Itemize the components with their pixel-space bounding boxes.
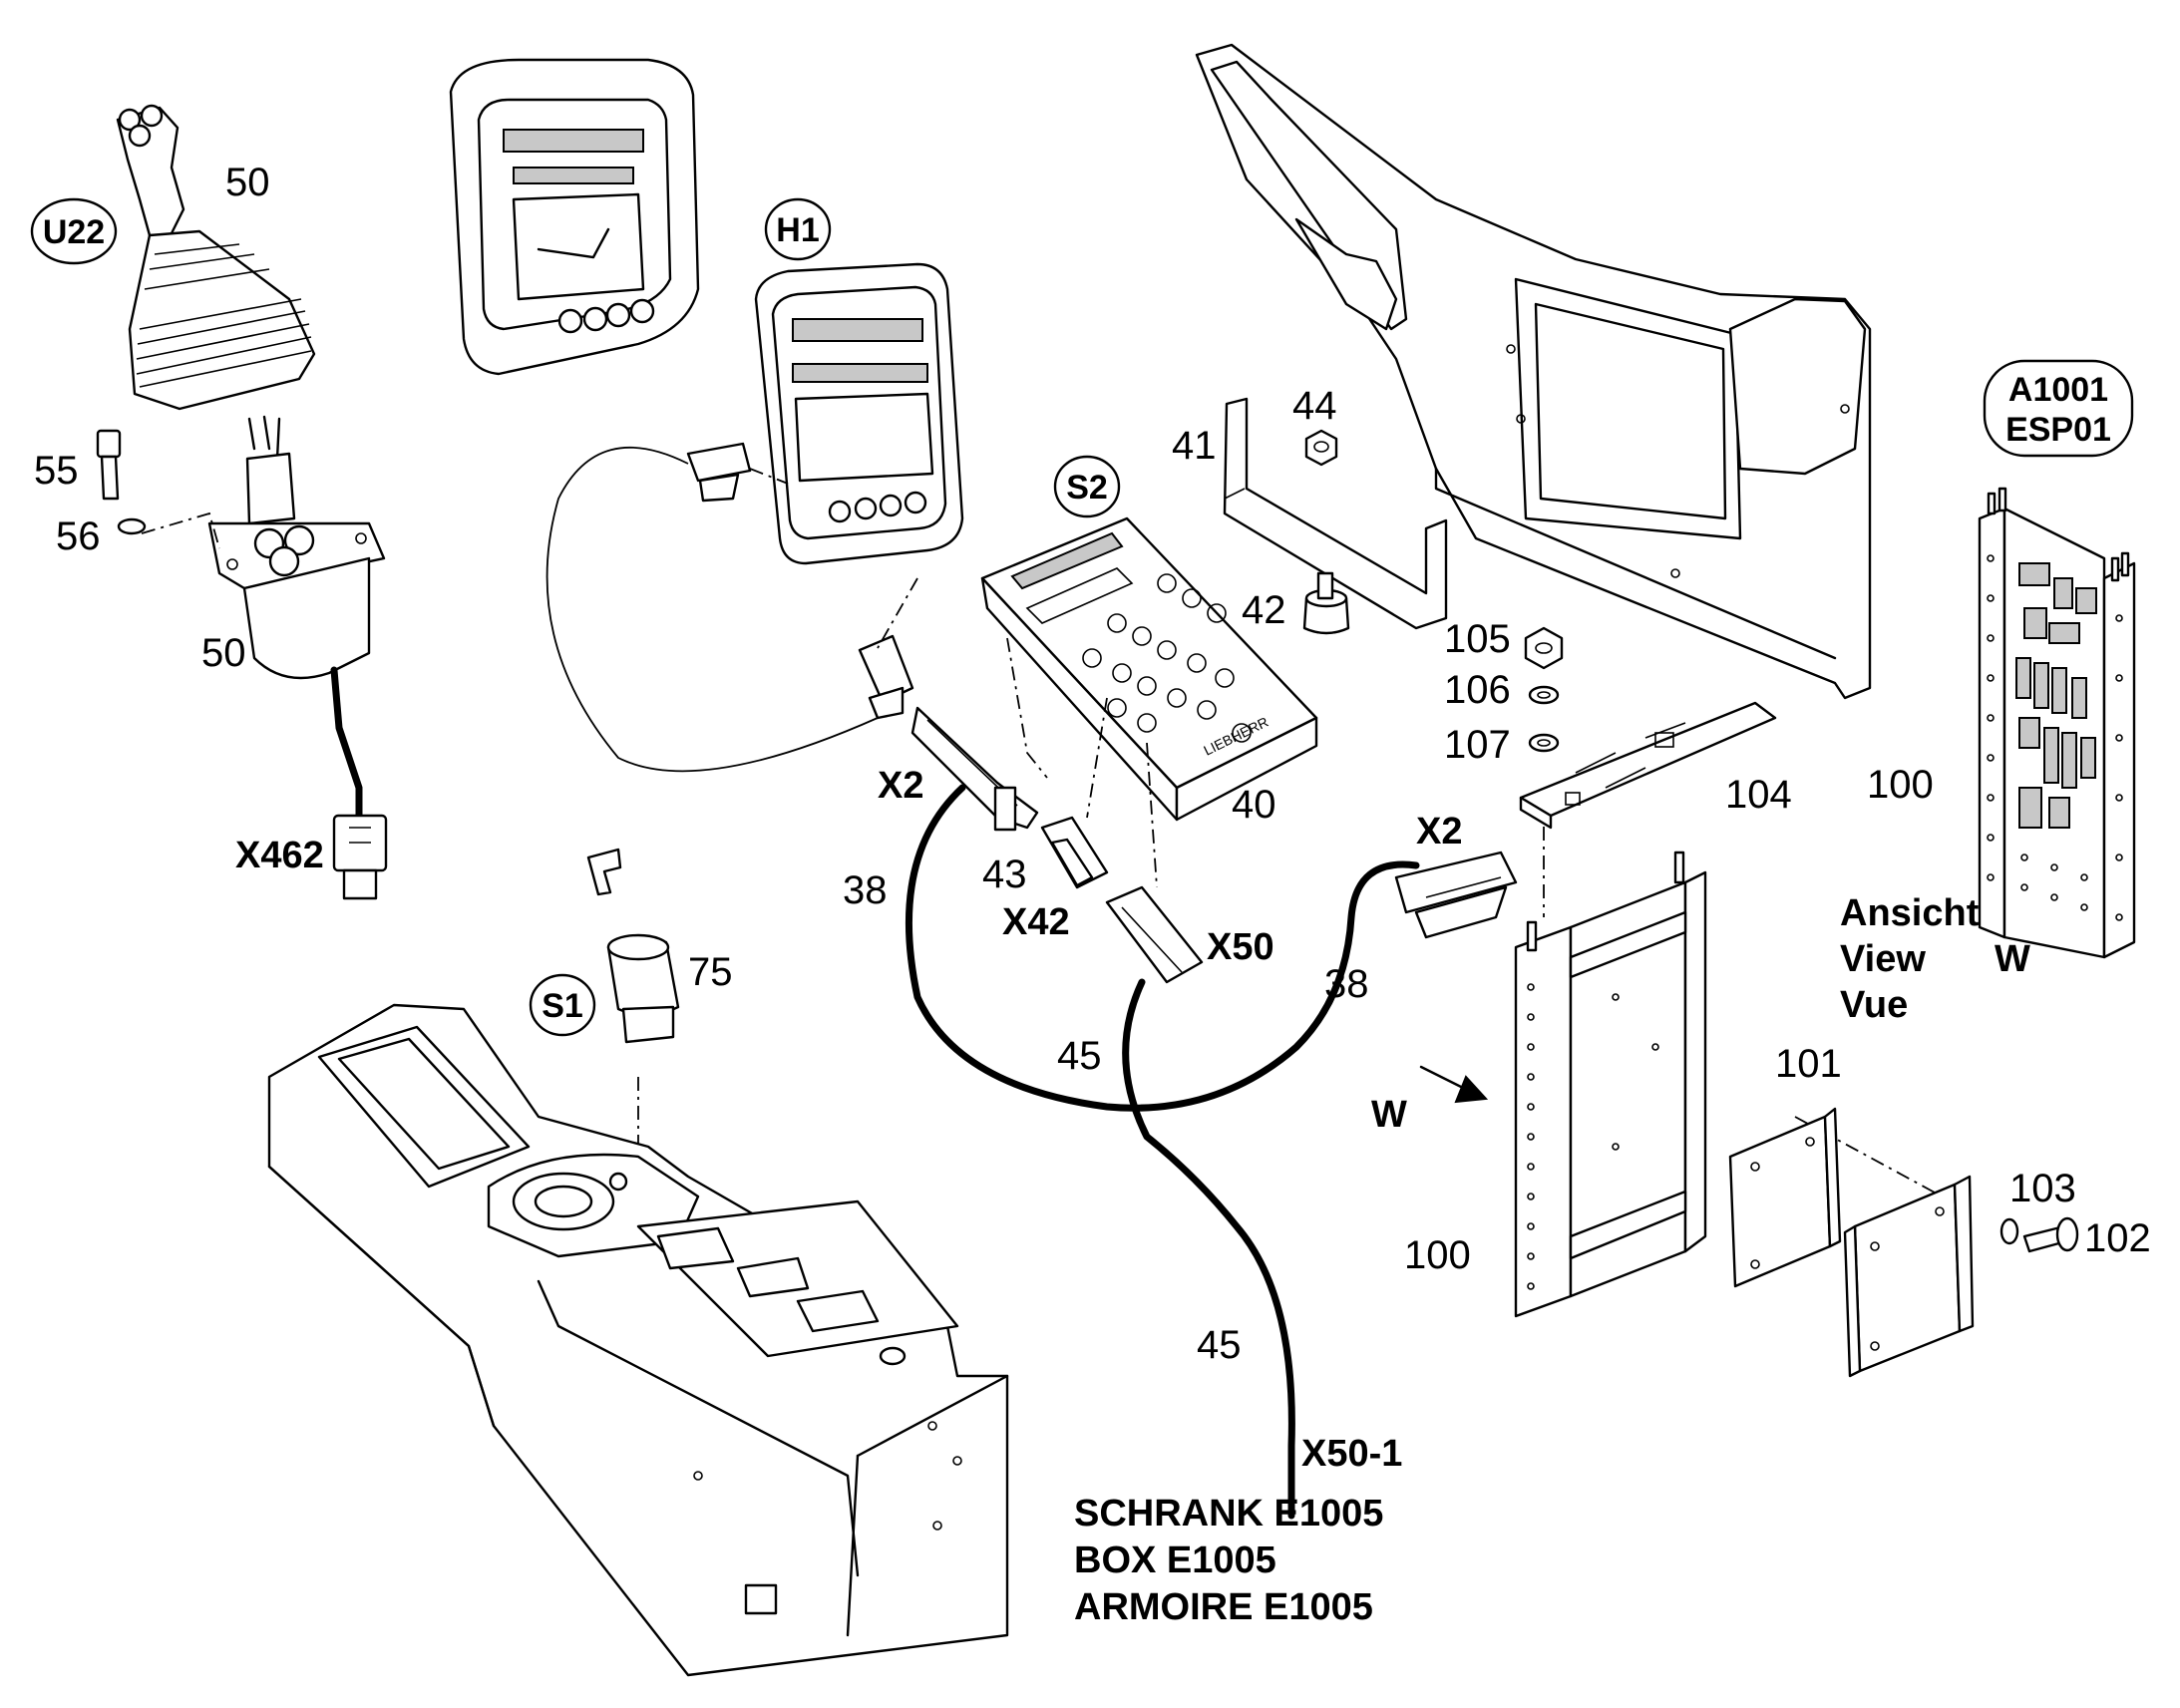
label-41: 41 — [1172, 424, 1217, 468]
circuit-board-104 — [1519, 701, 1777, 830]
connector-small-left — [858, 634, 914, 720]
control-module — [1978, 487, 2136, 959]
label-x42: X42 — [1002, 901, 1070, 943]
view-w-arrow — [1419, 1065, 1489, 1104]
connector-x2-left — [910, 706, 1039, 832]
joystick-body — [207, 415, 388, 900]
label-56: 56 — [56, 514, 101, 558]
joystick-assembly — [96, 104, 388, 900]
view-note-line2: View — [1840, 938, 1926, 980]
nut-105 — [1524, 626, 1564, 670]
label-44: 44 — [1292, 384, 1337, 428]
bubble-s2: S2 — [1053, 455, 1121, 518]
label-view-arrow-w: W — [1371, 1094, 1407, 1136]
frame-holes — [1527, 983, 1659, 1290]
view-note-letter: W — [1995, 938, 2030, 980]
label-102: 102 — [2084, 1216, 2151, 1260]
connector-x2-right — [1394, 851, 1518, 939]
view-note-line1: Ansicht — [1840, 892, 1980, 934]
label-s2: S2 — [1066, 469, 1108, 507]
label-x462: X462 — [235, 835, 324, 876]
label-45-lower: 45 — [1197, 1323, 1242, 1367]
label-s1: S1 — [542, 987, 583, 1025]
instrument-display — [449, 58, 700, 376]
module-frame — [1514, 851, 1707, 1318]
label-38-left: 38 — [843, 868, 888, 912]
s2-switch-panel: LIEBHERR — [980, 516, 1318, 822]
screw-102 — [2022, 1216, 2079, 1253]
label-75: 75 — [688, 950, 733, 994]
connector-x42 — [1040, 816, 1109, 889]
mount-42 — [1302, 571, 1350, 635]
label-x50-1: X50-1 — [1301, 1433, 1402, 1475]
label-43: 43 — [982, 853, 1027, 896]
mounting-plate-101 — [1728, 1107, 1842, 1288]
label-38-right: 38 — [1324, 962, 1369, 1006]
operator-console — [267, 1003, 1009, 1677]
label-a1001: A1001 — [2008, 371, 2108, 409]
cable-38-left — [906, 784, 1420, 1112]
joystick-boot — [128, 229, 316, 411]
label-106: 106 — [1444, 668, 1511, 712]
mounting-plate-large — [1843, 1175, 1975, 1378]
label-40: 40 — [1232, 783, 1276, 827]
label-55: 55 — [34, 449, 79, 493]
destination-line3: ARMOIRE E1005 — [1074, 1586, 1373, 1628]
module-holes — [1987, 554, 2123, 921]
washer-106 — [1528, 685, 1560, 705]
label-101: 101 — [1775, 1042, 1842, 1086]
destination-line2: BOX E1005 — [1074, 1539, 1276, 1581]
label-x50: X50 — [1207, 926, 1274, 968]
bubble-a1001: A1001 ESP01 — [1983, 359, 2134, 458]
label-100-detail: 100 — [1867, 763, 1934, 807]
side-panel — [1195, 43, 1872, 700]
label-50-upper: 50 — [225, 161, 270, 204]
label-100-frame: 100 — [1404, 1233, 1471, 1277]
nut-44 — [1304, 429, 1338, 467]
label-u22: U22 — [43, 213, 105, 251]
label-h1: H1 — [776, 211, 819, 249]
module-components — [2015, 562, 2097, 829]
label-x2-right: X2 — [1416, 811, 1462, 853]
h1-connector — [686, 442, 752, 503]
label-50-lower: 50 — [201, 631, 246, 675]
bubble-h1: H1 — [764, 197, 832, 261]
bubble-u22: U22 — [30, 197, 118, 265]
screw-55 — [96, 429, 122, 501]
connector-x50 — [1105, 885, 1204, 984]
label-107: 107 — [1444, 723, 1511, 767]
view-note-line3: Vue — [1840, 984, 1908, 1026]
mounting-bracket — [1223, 397, 1448, 630]
label-esp01: ESP01 — [2005, 411, 2111, 449]
label-x2-left: X2 — [878, 765, 923, 807]
label-45-upper: 45 — [1057, 1034, 1102, 1078]
washer-107 — [1528, 733, 1560, 753]
label-42: 42 — [1242, 588, 1286, 632]
label-104: 104 — [1725, 773, 1792, 817]
s2-switch-grid — [1082, 573, 1252, 743]
washer-56 — [117, 517, 147, 535]
label-103: 103 — [2009, 1167, 2076, 1210]
key-switch — [586, 848, 680, 1044]
washer-103 — [1999, 1217, 2019, 1245]
cable-45 — [1122, 978, 1295, 1520]
destination-line1: SCHRANK E1005 — [1074, 1493, 1383, 1535]
bubble-s1: S1 — [529, 973, 596, 1037]
label-105: 105 — [1444, 617, 1511, 661]
h1-display — [545, 262, 964, 773]
joystick-grip — [116, 104, 185, 239]
